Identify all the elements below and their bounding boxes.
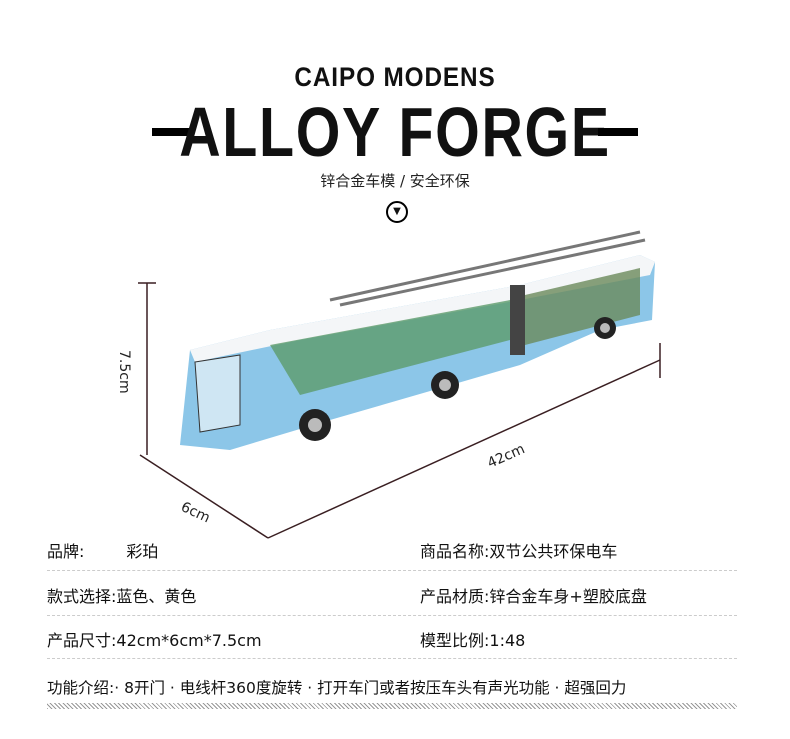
title-dash-right: [598, 128, 638, 136]
spec-scale: 模型比例:1:48: [420, 627, 525, 651]
divider: [47, 570, 737, 571]
spec-label: 款式选择:: [47, 587, 117, 606]
title-dash-left: [152, 128, 192, 136]
spec-label: 功能介绍:: [47, 679, 115, 697]
divider: [47, 615, 737, 616]
spec-style: 款式选择:蓝色、黄色: [47, 583, 196, 607]
bus-image: [180, 230, 655, 450]
spec-value: 彩珀: [126, 542, 159, 561]
dimension-width-label: 6cm: [178, 499, 212, 526]
bus-dimension-illustration: 7.5cm 6cm 42cm: [116, 230, 661, 539]
dimension-length-label: 42cm: [485, 441, 527, 472]
spec-label: 商品名称:: [420, 542, 490, 561]
spec-value: · 8开门 · 电线杆360度旋转 · 打开车门或者按压车头有声光功能 · 超强…: [114, 679, 627, 697]
subtitle: 锌合金车模 / 安全环保: [320, 172, 470, 190]
spec-value: 1:48: [489, 631, 526, 650]
spec-label: 模型比例:: [420, 631, 490, 650]
spec-product-name: 商品名称:双节公共环保电车: [420, 538, 617, 562]
spec-material: 产品材质:锌合金车身+塑胶底盘: [420, 583, 647, 607]
spec-size: 产品尺寸:42cm*6cm*7.5cm: [47, 627, 262, 651]
dimension-height-label: 7.5cm: [116, 350, 132, 394]
spec-value: 锌合金车身+塑胶底盘: [489, 587, 647, 606]
spec-label: 品牌:: [47, 542, 85, 561]
divider: [47, 658, 737, 659]
spec-label: 产品材质:: [420, 587, 490, 606]
brand-name: CAIPO MODENS: [294, 62, 496, 92]
spec-value: 42cm*6cm*7.5cm: [116, 631, 262, 650]
spec-value: 蓝色、黄色: [116, 587, 197, 606]
hatched-divider: [47, 703, 737, 709]
dimension-lines: [138, 282, 661, 539]
chevron-down-icon[interactable]: ▼: [386, 201, 408, 223]
spec-features: 功能介绍:· 8开门 · 电线杆360度旋转 · 打开车门或者按压车头有声光功能…: [47, 676, 626, 698]
spec-brand: 品牌: 彩珀: [47, 538, 158, 562]
spec-label: 产品尺寸:: [47, 631, 117, 650]
spec-value: 双节公共环保电车: [489, 542, 618, 561]
page-title: ALLOY FORGE: [179, 93, 611, 171]
